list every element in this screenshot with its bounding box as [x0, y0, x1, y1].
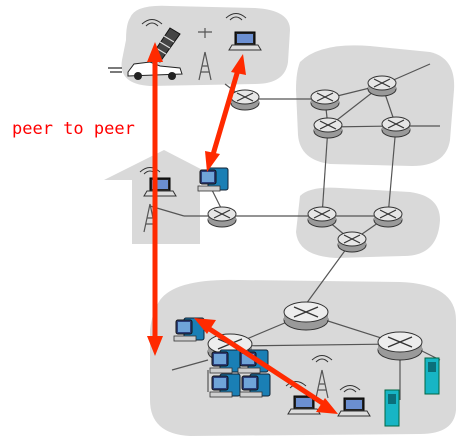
regional-isp-region [296, 187, 440, 258]
home-network-region [104, 150, 222, 244]
router-icon [307, 206, 337, 228]
router-icon [283, 301, 329, 331]
router-icon [337, 231, 367, 253]
peer-to-peer-arrows [147, 42, 338, 414]
cell-tower-icon [198, 28, 212, 81]
router-icon [207, 206, 237, 228]
router-icon [313, 117, 343, 139]
server-icon [384, 389, 400, 427]
desktop-pc-icon [239, 373, 271, 398]
router-icon [381, 116, 411, 138]
peer-to-peer-label: peer to peer [12, 119, 135, 139]
router-icon [230, 89, 260, 111]
router-icon [373, 206, 403, 228]
desktop-pc-icon [209, 373, 241, 398]
desktop-pc-icon [197, 167, 229, 192]
router-icon [367, 75, 397, 97]
router-icon [377, 331, 423, 361]
server-icon [424, 357, 440, 395]
desktop-pc-icon [209, 349, 241, 374]
router-icon [310, 89, 340, 111]
